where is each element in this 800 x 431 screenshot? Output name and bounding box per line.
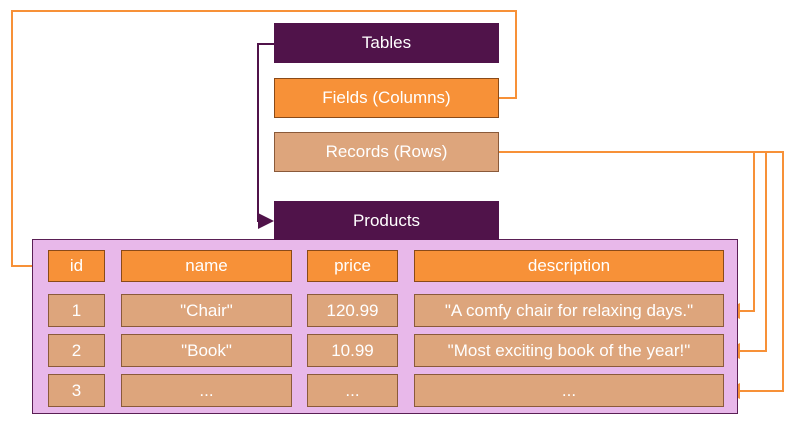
row3-description: ... <box>414 374 724 407</box>
records-label: Records (Rows) <box>274 132 499 172</box>
row2-id: 2 <box>48 334 105 367</box>
products-title: Products <box>274 201 499 240</box>
row1-id: 1 <box>48 294 105 327</box>
row3-price: ... <box>307 374 398 407</box>
row2-name: "Book" <box>121 334 292 367</box>
header-id: id <box>48 250 105 282</box>
row3-id: 3 <box>48 374 105 407</box>
row2-description: "Most exciting book of the year!" <box>414 334 724 367</box>
row1-price: 120.99 <box>307 294 398 327</box>
row1-description: "A comfy chair for relaxing days." <box>414 294 724 327</box>
tables-to-products-connector <box>257 43 274 229</box>
header-name: name <box>121 250 292 282</box>
row1-name: "Chair" <box>121 294 292 327</box>
row2-price: 10.99 <box>307 334 398 367</box>
tables-label: Tables <box>274 23 499 63</box>
header-price: price <box>307 250 398 282</box>
row3-name: ... <box>121 374 292 407</box>
fields-label: Fields (Columns) <box>274 78 499 118</box>
header-description: description <box>414 250 724 282</box>
